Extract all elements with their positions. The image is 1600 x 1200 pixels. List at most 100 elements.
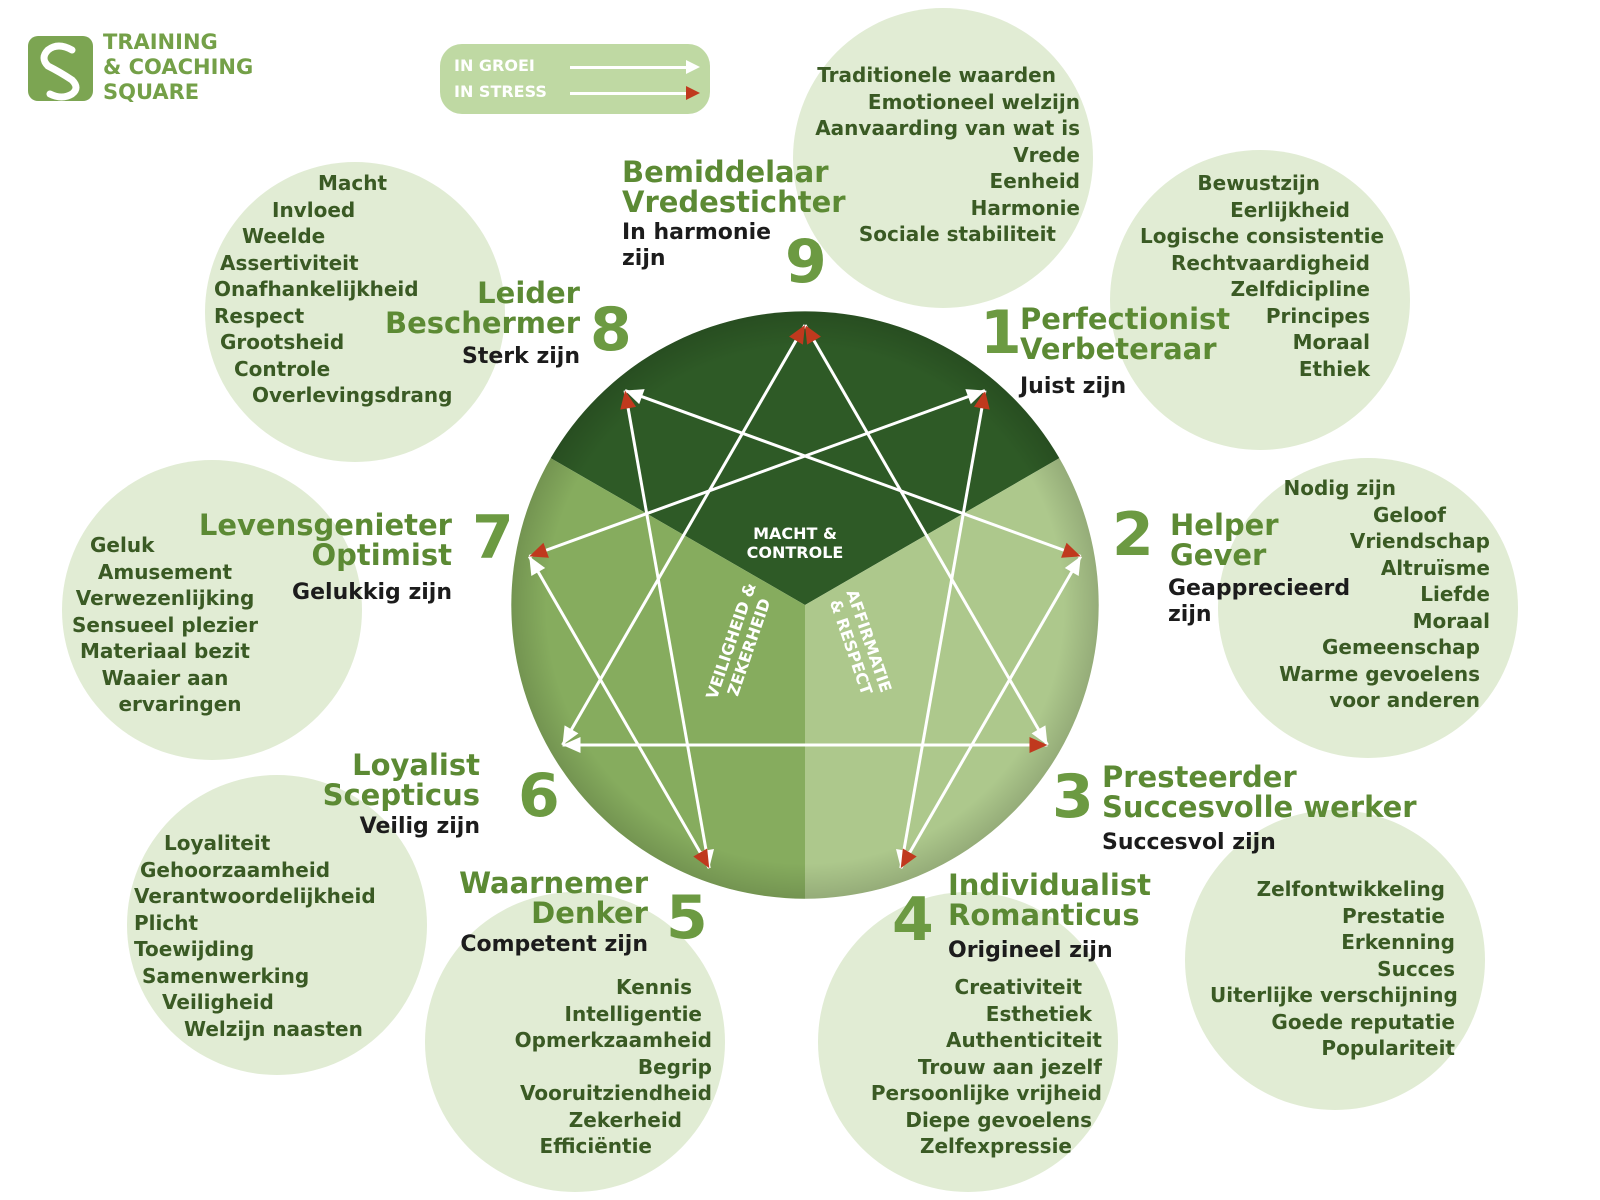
type-2-title: Helper Gever xyxy=(1170,510,1279,570)
type-9-value: Emotioneel welzijn xyxy=(867,89,1080,114)
type-3-number: 3 xyxy=(1052,762,1094,832)
type-5-value: Kennis xyxy=(616,975,692,999)
type-6-title-1: Loyalist xyxy=(352,748,480,782)
type-9-value: Traditionele waarden xyxy=(817,63,1056,87)
type-3-value: Prestatie xyxy=(1341,903,1445,928)
stress-arrowhead-1 xyxy=(973,390,990,410)
type-7-number: 7 xyxy=(472,503,514,573)
type-2-value: Liefde xyxy=(1420,582,1490,606)
type-8-value: Controle xyxy=(234,356,331,381)
arrow-9-3 xyxy=(803,324,1049,746)
type-4-value: Diepe gevoelens xyxy=(905,1107,1092,1132)
type-8-motto: Sterk zijn xyxy=(462,344,580,369)
type-6-title-2: Scepticus xyxy=(322,778,480,812)
type-2-value: Geloof xyxy=(1372,502,1446,527)
type-9-motto: In harmonie zijn xyxy=(622,220,771,272)
type-9-value: Harmonie xyxy=(970,195,1080,220)
type-1-value: Logische consistentie xyxy=(1140,224,1385,248)
type-8-value: Grootsheid xyxy=(220,330,345,354)
stress-arrowhead-8 xyxy=(620,390,637,410)
bubble-type-3 xyxy=(1185,810,1485,1110)
type-1-title: Perfectionist Verbeteraar xyxy=(1020,304,1230,364)
type-9-number: 9 xyxy=(785,227,827,297)
type-6-value: Toewijding xyxy=(134,937,255,961)
bubble-type-1 xyxy=(1110,150,1410,450)
type-8-value: Invloed xyxy=(272,197,356,222)
stress-arrowhead-7 xyxy=(529,542,549,558)
type-3-value: Uiterlijke verschijning xyxy=(1210,983,1458,1007)
type-9-title-2: Vredestichter xyxy=(622,185,846,219)
arrow-4-2 xyxy=(899,555,1083,869)
type-4-values: Creativiteit Esthetiek Authenticiteit Tr… xyxy=(840,974,1102,1160)
type-2-title-2: Gever xyxy=(1170,538,1267,572)
type-7-value: Verwezenlijking xyxy=(75,586,255,610)
legend: IN GROEI IN STRESS xyxy=(440,44,710,114)
stress-arrowhead-9 xyxy=(805,325,821,345)
type-7-value: Materiaal bezit xyxy=(80,639,250,663)
type-4-value: Creativiteit xyxy=(954,975,1082,999)
type-7-title-2: Optimist xyxy=(311,538,453,572)
type-3-value: Goede reputatie xyxy=(1271,1009,1455,1034)
stress-arrowhead-2 xyxy=(1061,542,1081,558)
type-2-value: Altruïsme xyxy=(1380,555,1490,580)
sector-label-macht: MACHT & CONTROLE xyxy=(730,524,860,562)
type-6-values: Loyaliteit Gehoorzaamheid Verantwoordeli… xyxy=(134,830,394,1042)
type-4-value: Trouw aan jezelf xyxy=(917,1054,1102,1079)
type-5-motto: Competent zijn xyxy=(460,932,648,957)
type-1-value: Zelfdicipline xyxy=(1230,277,1370,301)
type-8-title: Leider Beschermer xyxy=(380,278,580,338)
type-2-value: Warme gevoelens xyxy=(1279,661,1480,686)
type-1-value: Moraal xyxy=(1292,330,1370,354)
type-7-values: Geluk Amusement Verwezenlijking Sensueel… xyxy=(60,532,270,718)
type-9-values: Traditionele waarden Emotioneel welzijn … xyxy=(800,62,1080,248)
type-9-value: Eenheid xyxy=(989,169,1080,193)
growth-arrowhead-6 xyxy=(562,737,581,753)
legend-growth-arrowhead xyxy=(686,60,700,74)
legend-stress-line xyxy=(570,92,690,95)
type-2-value: voor anderen xyxy=(1329,688,1480,712)
type-2-title-1: Helper xyxy=(1170,508,1279,542)
arrow-8-5 xyxy=(623,390,711,869)
type-3-motto: Succesvol zijn xyxy=(1102,830,1276,855)
type-8-title-2: Beschermer xyxy=(384,306,580,340)
type-8-value: Assertiviteit xyxy=(220,250,359,275)
type-1-value: Bewustzijn xyxy=(1197,171,1320,195)
growth-arrowhead-3 xyxy=(1031,725,1048,745)
type-8-value: Macht xyxy=(318,171,388,195)
bubble-type-7 xyxy=(62,460,362,760)
type-2-value: Nodig zijn xyxy=(1283,476,1396,500)
type-3-title: Presteerder Succesvolle werker xyxy=(1102,762,1417,822)
type-7-motto: Gelukkig zijn xyxy=(292,580,452,605)
arrow-9-6 xyxy=(561,324,807,746)
legend-stress-label: IN STRESS xyxy=(454,82,547,101)
enneagram-circle xyxy=(511,311,1099,899)
logo-icon xyxy=(28,36,93,101)
legend-growth-label: IN GROEI xyxy=(454,56,535,75)
bubble-type-2 xyxy=(1218,458,1518,758)
logo-line-2: & COACHING xyxy=(103,55,254,79)
logo-line-3: SQUARE xyxy=(103,80,200,104)
type-1-value: Principes xyxy=(1265,303,1370,328)
type-9-title-1: Bemiddelaar xyxy=(622,155,829,189)
stress-arrowhead-3 xyxy=(1029,737,1048,753)
type-4-title-2: Romanticus xyxy=(948,898,1140,932)
type-6-value: Plicht xyxy=(134,910,199,935)
bubble-type-8 xyxy=(205,162,505,462)
sector-label-macht-line-1: MACHT & xyxy=(753,524,837,543)
type-5-value: Zekerheid xyxy=(568,1107,682,1132)
type-1-values: Bewustzijn Eerlijkheid Logische consiste… xyxy=(1140,170,1385,382)
type-3-value: Succes xyxy=(1377,956,1455,981)
growth-arrowhead-2 xyxy=(1064,556,1081,576)
type-1-value: Rechtvaardigheid xyxy=(1171,250,1370,275)
type-5-title-1: Waarnemer xyxy=(459,866,648,900)
logo-text: TRAINING & COACHING SQUARE xyxy=(103,30,253,105)
type-9-motto-2: zijn xyxy=(622,246,666,271)
type-2-number: 2 xyxy=(1112,500,1154,570)
arrow-1-4 xyxy=(899,390,987,869)
type-6-value: Samenwerking xyxy=(142,963,310,988)
type-4-value: Authenticiteit xyxy=(946,1028,1102,1052)
type-2-motto-1: Geapprecieerd xyxy=(1168,576,1351,601)
type-7-value: Geluk xyxy=(90,533,155,557)
type-6-value: Loyaliteit xyxy=(164,831,271,855)
type-1-value: Ethiek xyxy=(1298,356,1370,381)
